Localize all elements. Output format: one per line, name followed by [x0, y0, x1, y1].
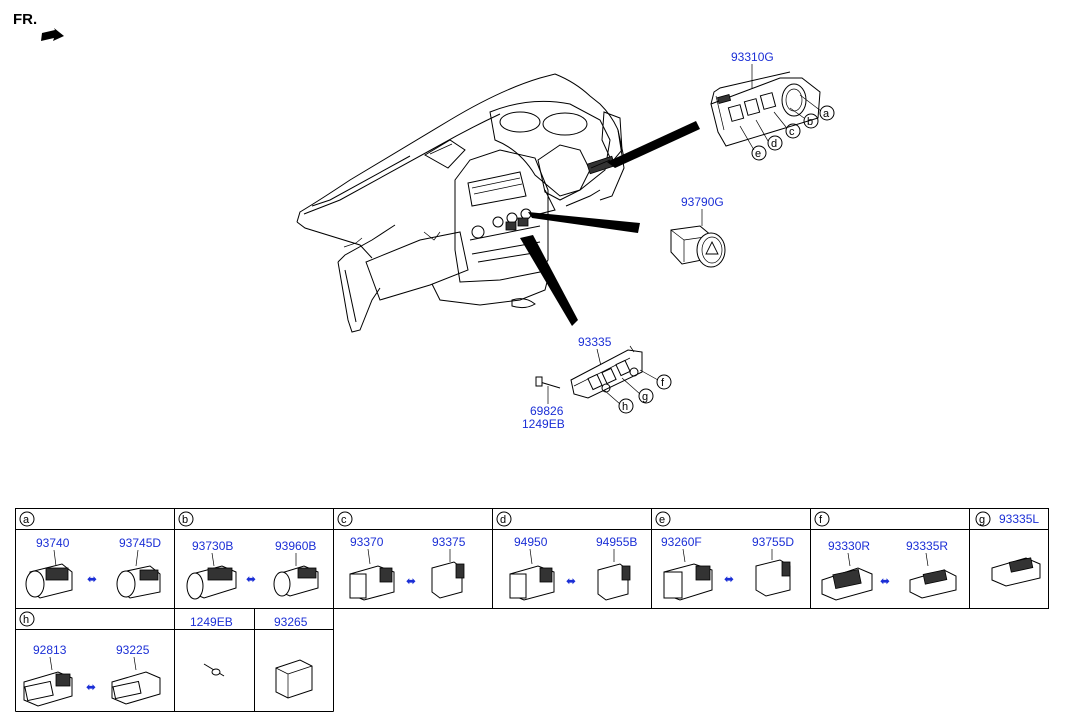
- swap-arrow-icon: ⬌: [86, 680, 96, 694]
- label-93335R: 93335R: [906, 539, 948, 553]
- swap-arrow-icon: ⬌: [566, 574, 576, 588]
- switch-94950: [509, 565, 555, 601]
- callout-g: g: [638, 388, 654, 404]
- svg-text:f: f: [819, 514, 823, 526]
- switch-panel-93310G: [710, 71, 821, 147]
- label-93755D: 93755D: [752, 535, 794, 549]
- swap-arrow-icon: ⬌: [246, 572, 256, 586]
- cell-c-letter: c: [337, 511, 353, 527]
- label-93260F: 93260F: [661, 535, 702, 549]
- swap-arrow-icon: ⬌: [406, 574, 416, 588]
- label-93310G: 93310G: [731, 50, 774, 64]
- label-93335: 93335: [578, 335, 612, 349]
- label-69826: 69826: [530, 404, 564, 418]
- label-93375: 93375: [432, 535, 466, 549]
- svg-text:b: b: [807, 116, 813, 128]
- swap-arrow-icon: ⬌: [724, 572, 734, 586]
- svg-text:c: c: [789, 126, 795, 138]
- callout-lines-93310G: [739, 94, 822, 151]
- svg-text:f: f: [661, 377, 665, 389]
- svg-text:d: d: [500, 514, 506, 526]
- cell-e-letter: e: [655, 511, 671, 527]
- svg-text:g: g: [979, 514, 985, 526]
- callout-lines-93335: [603, 369, 659, 405]
- label-93745D: 93745D: [119, 536, 161, 550]
- switch-93260F: [663, 563, 713, 601]
- callout-a: a: [819, 105, 835, 121]
- lamp-92813: [23, 671, 73, 707]
- screw-69826: [535, 376, 561, 404]
- switch-93740: [25, 563, 73, 599]
- svg-text:h: h: [622, 401, 628, 413]
- switch-93730B: [186, 565, 237, 600]
- svg-text:c: c: [341, 514, 347, 526]
- label-93740: 93740: [36, 536, 70, 550]
- cell-b-letter: b: [178, 511, 194, 527]
- switch-assembly-93335: [570, 345, 643, 399]
- leader-wedges: [520, 121, 700, 326]
- screw-1249EB: [203, 663, 225, 677]
- callout-f: f: [656, 374, 672, 390]
- callout-d: d: [767, 135, 783, 151]
- label-1249EB-main: 1249EB: [522, 417, 565, 431]
- callout-h: h: [618, 398, 634, 414]
- label-93790G: 93790G: [681, 195, 724, 209]
- switch-93335L: [991, 557, 1041, 587]
- label-92813: 92813: [33, 643, 67, 657]
- switch-93960B: [273, 565, 319, 597]
- svg-text:d: d: [771, 138, 777, 150]
- lens-93225: [111, 671, 161, 705]
- switch-94955B: [597, 563, 631, 601]
- label-93335L: 93335L: [999, 512, 1039, 526]
- callout-c: c: [785, 123, 801, 139]
- orientation-label: FR.: [13, 11, 37, 28]
- switch-93335R: [909, 569, 957, 599]
- swap-arrow-icon: ⬌: [87, 572, 97, 586]
- svg-text:h: h: [23, 614, 29, 626]
- svg-text:g: g: [642, 391, 648, 403]
- label-93370: 93370: [350, 535, 384, 549]
- cell-a-letter: a: [19, 511, 35, 527]
- svg-text:e: e: [659, 514, 665, 526]
- switch-93755D: [755, 559, 791, 597]
- switch-93745D: [116, 565, 161, 599]
- label-93960B: 93960B: [275, 539, 316, 553]
- label-94950: 94950: [514, 535, 548, 549]
- dashboard-illustration: [296, 73, 625, 333]
- front-arrow-icon: [41, 28, 64, 41]
- label-93330R: 93330R: [828, 539, 870, 553]
- swap-arrow-icon: ⬌: [880, 574, 890, 588]
- cell-g-letter: g: [975, 511, 991, 527]
- svg-text:b: b: [182, 514, 188, 526]
- label-94955B: 94955B: [596, 535, 637, 549]
- label-1249EB-cell: 1249EB: [190, 615, 233, 629]
- cell-d-letter: d: [496, 511, 512, 527]
- callout-b: b: [803, 113, 819, 129]
- svg-text:e: e: [755, 148, 761, 160]
- switch-93375: [431, 561, 465, 599]
- label-93225: 93225: [116, 643, 150, 657]
- cell-f-letter: f: [814, 511, 830, 527]
- label-93730B: 93730B: [192, 539, 233, 553]
- cell-h-letter: h: [19, 611, 35, 627]
- switch-93370: [349, 565, 395, 601]
- switch-93330R: [821, 567, 873, 601]
- svg-text:a: a: [23, 514, 30, 526]
- hazard-switch-93790G: [670, 225, 726, 268]
- parts-table: [15, 508, 1049, 712]
- callout-e: e: [751, 145, 767, 161]
- label-93265: 93265: [274, 615, 308, 629]
- svg-text:a: a: [823, 108, 830, 120]
- cap-93265: [275, 659, 313, 699]
